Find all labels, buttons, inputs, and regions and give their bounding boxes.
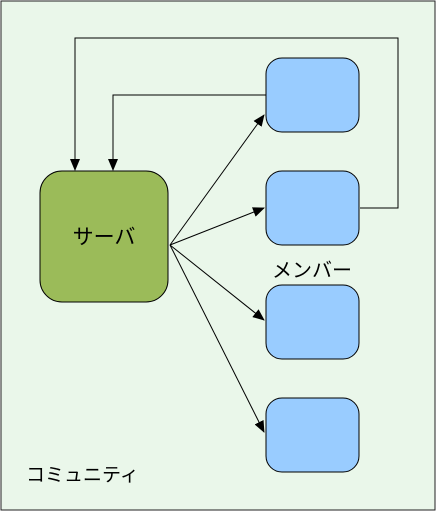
community-label: コミュニティ: [26, 464, 139, 486]
members-label: メンバー: [272, 258, 352, 282]
feedback-connector-member-1-to-server: [108, 94, 266, 171]
arrow-server-to-member-2: [169, 207, 265, 246]
member-node-1: [265, 57, 360, 133]
server-label: サーバ: [72, 225, 136, 249]
feedback-connector-member-2-to-server: [70, 37, 399, 209]
server-node: [39, 170, 169, 303]
member-node-2: [265, 170, 360, 246]
member-node-4: [265, 397, 360, 473]
arrow-server-to-member-1: [169, 114, 265, 246]
arrow-server-to-member-4: [169, 244, 265, 433]
arrow-server-to-member-3: [169, 244, 265, 321]
member-node-3: [265, 284, 360, 360]
